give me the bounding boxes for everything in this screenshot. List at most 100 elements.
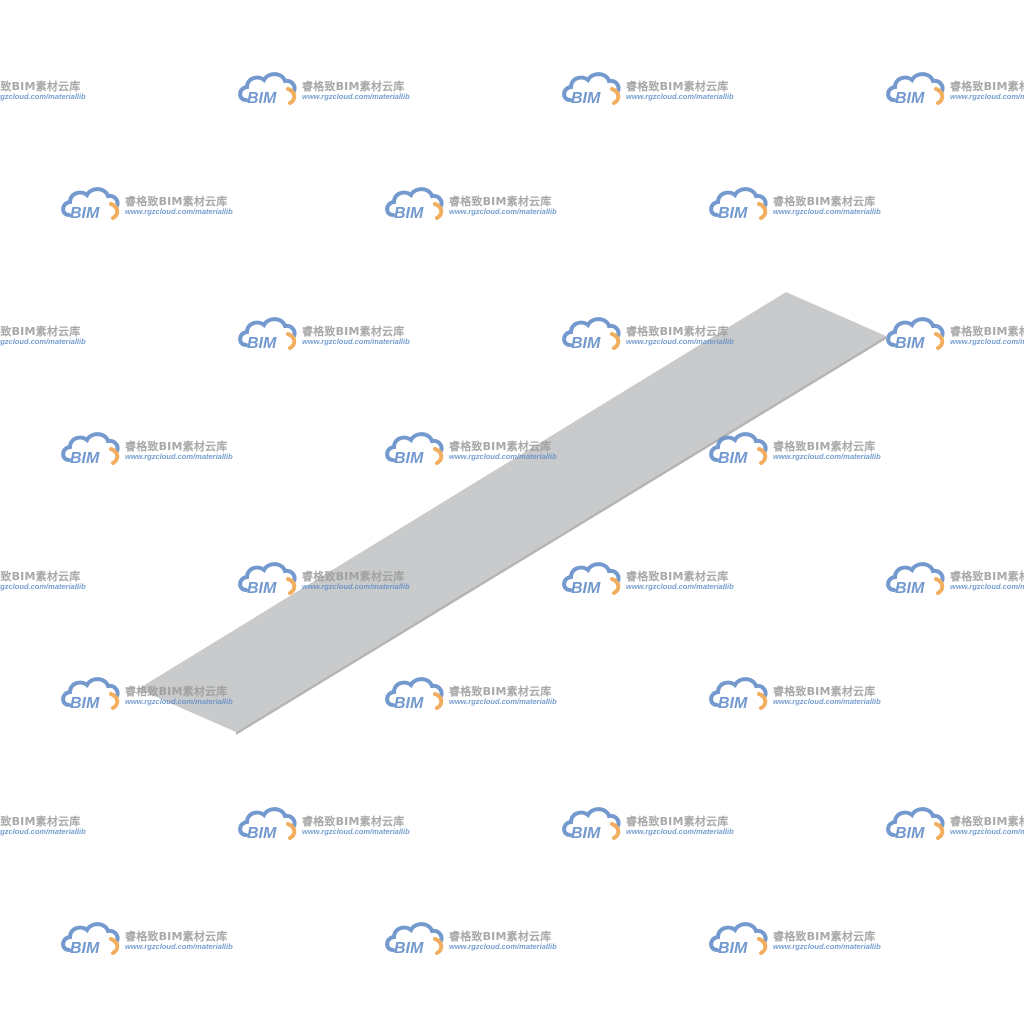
watermark: BIM 睿格致BIM素材云库 www.rgzcloud.com/material… (886, 560, 1024, 600)
cloud-logo-icon: BIM (709, 432, 768, 466)
bim-logo-text: BIM (718, 205, 748, 221)
bim-logo-text: BIM (247, 825, 277, 841)
cloud-logo-icon: BIM (709, 677, 768, 711)
cloud-logo-icon: BIM (238, 562, 297, 596)
watermark: BIM 睿格致BIM素材云库 www.rgzcloud.com/material… (886, 805, 1024, 845)
watermark-title: 睿格致BIM素材云库 (125, 930, 228, 943)
watermark-title: 睿格致BIM素材云库 (125, 195, 228, 208)
cloud-logo-icon: BIM (562, 807, 621, 841)
bim-logo-text: BIM (247, 90, 277, 106)
watermark-url: www.rgzcloud.com/materiallib (0, 582, 86, 591)
watermark-url: www.rgzcloud.com/materiallib (125, 942, 233, 951)
watermark-title: 睿格致BIM素材云库 (950, 570, 1024, 583)
watermark-title: 睿格致BIM素材云库 (302, 570, 405, 583)
watermark-title: 睿格致BIM素材云库 (449, 195, 552, 208)
bim-logo-text: BIM (394, 205, 424, 221)
watermark-url: www.rgzcloud.com/materiallib (0, 827, 86, 836)
bim-logo-text: BIM (571, 335, 601, 351)
watermark-title: 睿格致BIM素材云库 (950, 815, 1024, 828)
watermark: BIM 睿格致BIM素材云库 www.rgzcloud.com/material… (61, 920, 251, 960)
watermark: BIM 睿格致BIM素材云库 www.rgzcloud.com/material… (61, 185, 251, 225)
watermark-url: www.rgzcloud.com/materiallib (125, 452, 233, 461)
cloud-logo-icon: BIM (61, 187, 120, 221)
watermark-url: www.rgzcloud.com/materiallib (449, 452, 557, 461)
watermark: BIM 睿格致BIM素材云库 www.rgzcloud.com/material… (385, 185, 575, 225)
bim-logo-text: BIM (718, 695, 748, 711)
watermark: BIM 睿格致BIM素材云库 www.rgzcloud.com/material… (886, 70, 1024, 110)
watermark-title: 睿格致BIM素材云库 (449, 685, 552, 698)
watermark: BIM 睿格致BIM素材云库 www.rgzcloud.com/material… (238, 315, 428, 355)
watermark-url: www.rgzcloud.com/materiallib (0, 92, 86, 101)
cloud-logo-icon: BIM (562, 562, 621, 596)
watermark-title: 睿格致BIM素材云库 (626, 80, 729, 93)
watermark-title: 睿格致BIM素材云库 (773, 930, 876, 943)
cloud-logo-icon: BIM (709, 187, 768, 221)
watermark: BIM 睿格致BIM素材云库 www.rgzcloud.com/material… (709, 920, 899, 960)
watermark: BIM 睿格致BIM素材云库 www.rgzcloud.com/material… (238, 560, 428, 600)
watermark-url: www.rgzcloud.com/materiallib (125, 697, 233, 706)
plate-top-face (138, 292, 886, 732)
watermark-title: 睿格致BIM素材云库 (773, 440, 876, 453)
watermark-url: www.rgzcloud.com/materiallib (449, 942, 557, 951)
bim-logo-text: BIM (247, 335, 277, 351)
cloud-logo-icon: BIM (385, 922, 444, 956)
cloud-logo-icon: BIM (886, 317, 945, 351)
watermark-url: www.rgzcloud.com/materiallib (773, 207, 881, 216)
watermark-title: 睿格致BIM素材云库 (125, 440, 228, 453)
watermark-title: 睿格致BIM素材云库 (773, 685, 876, 698)
watermark-title: 睿格致BIM素材云库 (0, 325, 81, 338)
watermark-url: www.rgzcloud.com/materiallib (302, 827, 410, 836)
watermark-title: 睿格致BIM素材云库 (125, 685, 228, 698)
cloud-logo-icon: BIM (238, 807, 297, 841)
watermark: BIM 睿格致BIM素材云库 www.rgzcloud.com/material… (385, 430, 575, 470)
cloud-logo-icon: BIM (886, 807, 945, 841)
bim-logo-text: BIM (571, 580, 601, 596)
watermark-url: www.rgzcloud.com/materiallib (950, 337, 1024, 346)
watermark: BIM 睿格致BIM素材云库 www.rgzcloud.com/material… (709, 675, 899, 715)
watermark-title: 睿格致BIM素材云库 (950, 80, 1024, 93)
bim-logo-text: BIM (718, 450, 748, 466)
watermark: BIM 睿格致BIM素材云库 www.rgzcloud.com/material… (709, 185, 899, 225)
cloud-logo-icon: BIM (238, 317, 297, 351)
cloud-logo-icon: BIM (385, 677, 444, 711)
bim-logo-text: BIM (394, 695, 424, 711)
watermark-url: www.rgzcloud.com/materiallib (950, 92, 1024, 101)
watermark: BIM 睿格致BIM素材云库 www.rgzcloud.com/material… (562, 315, 752, 355)
cloud-logo-icon: BIM (886, 562, 945, 596)
watermark-url: www.rgzcloud.com/materiallib (950, 582, 1024, 591)
watermark: BIM 睿格致BIM素材云库 www.rgzcloud.com/material… (0, 70, 104, 110)
watermark-url: www.rgzcloud.com/materiallib (626, 827, 734, 836)
watermark: BIM 睿格致BIM素材云库 www.rgzcloud.com/material… (0, 315, 104, 355)
plate-edge (236, 336, 886, 735)
watermark: BIM 睿格致BIM素材云库 www.rgzcloud.com/material… (886, 315, 1024, 355)
watermark-url: www.rgzcloud.com/materiallib (449, 207, 557, 216)
bim-logo-text: BIM (571, 825, 601, 841)
watermark-title: 睿格致BIM素材云库 (626, 570, 729, 583)
watermark: BIM 睿格致BIM素材云库 www.rgzcloud.com/material… (238, 805, 428, 845)
watermark-title: 睿格致BIM素材云库 (626, 325, 729, 338)
watermark-title: 睿格致BIM素材云库 (950, 325, 1024, 338)
watermark-url: www.rgzcloud.com/materiallib (626, 92, 734, 101)
watermark-url: www.rgzcloud.com/materiallib (302, 337, 410, 346)
watermark-title: 睿格致BIM素材云库 (626, 815, 729, 828)
watermark-url: www.rgzcloud.com/materiallib (950, 827, 1024, 836)
cloud-logo-icon: BIM (61, 922, 120, 956)
watermark: BIM 睿格致BIM素材云库 www.rgzcloud.com/material… (562, 70, 752, 110)
bim-logo-text: BIM (247, 580, 277, 596)
watermark-url: www.rgzcloud.com/materiallib (302, 582, 410, 591)
cloud-logo-icon: BIM (562, 317, 621, 351)
bim-logo-text: BIM (394, 450, 424, 466)
watermark-url: www.rgzcloud.com/materiallib (773, 697, 881, 706)
watermark: BIM 睿格致BIM素材云库 www.rgzcloud.com/material… (709, 430, 899, 470)
watermark-url: www.rgzcloud.com/materiallib (449, 697, 557, 706)
bim-logo-text: BIM (70, 940, 100, 956)
watermark-url: www.rgzcloud.com/materiallib (125, 207, 233, 216)
cloud-logo-icon: BIM (61, 432, 120, 466)
watermark-url: www.rgzcloud.com/materiallib (773, 452, 881, 461)
bim-logo-text: BIM (895, 825, 925, 841)
watermark: BIM 睿格致BIM素材云库 www.rgzcloud.com/material… (385, 675, 575, 715)
watermark: BIM 睿格致BIM素材云库 www.rgzcloud.com/material… (61, 430, 251, 470)
watermark-title: 睿格致BIM素材云库 (449, 930, 552, 943)
watermark-url: www.rgzcloud.com/materiallib (626, 337, 734, 346)
